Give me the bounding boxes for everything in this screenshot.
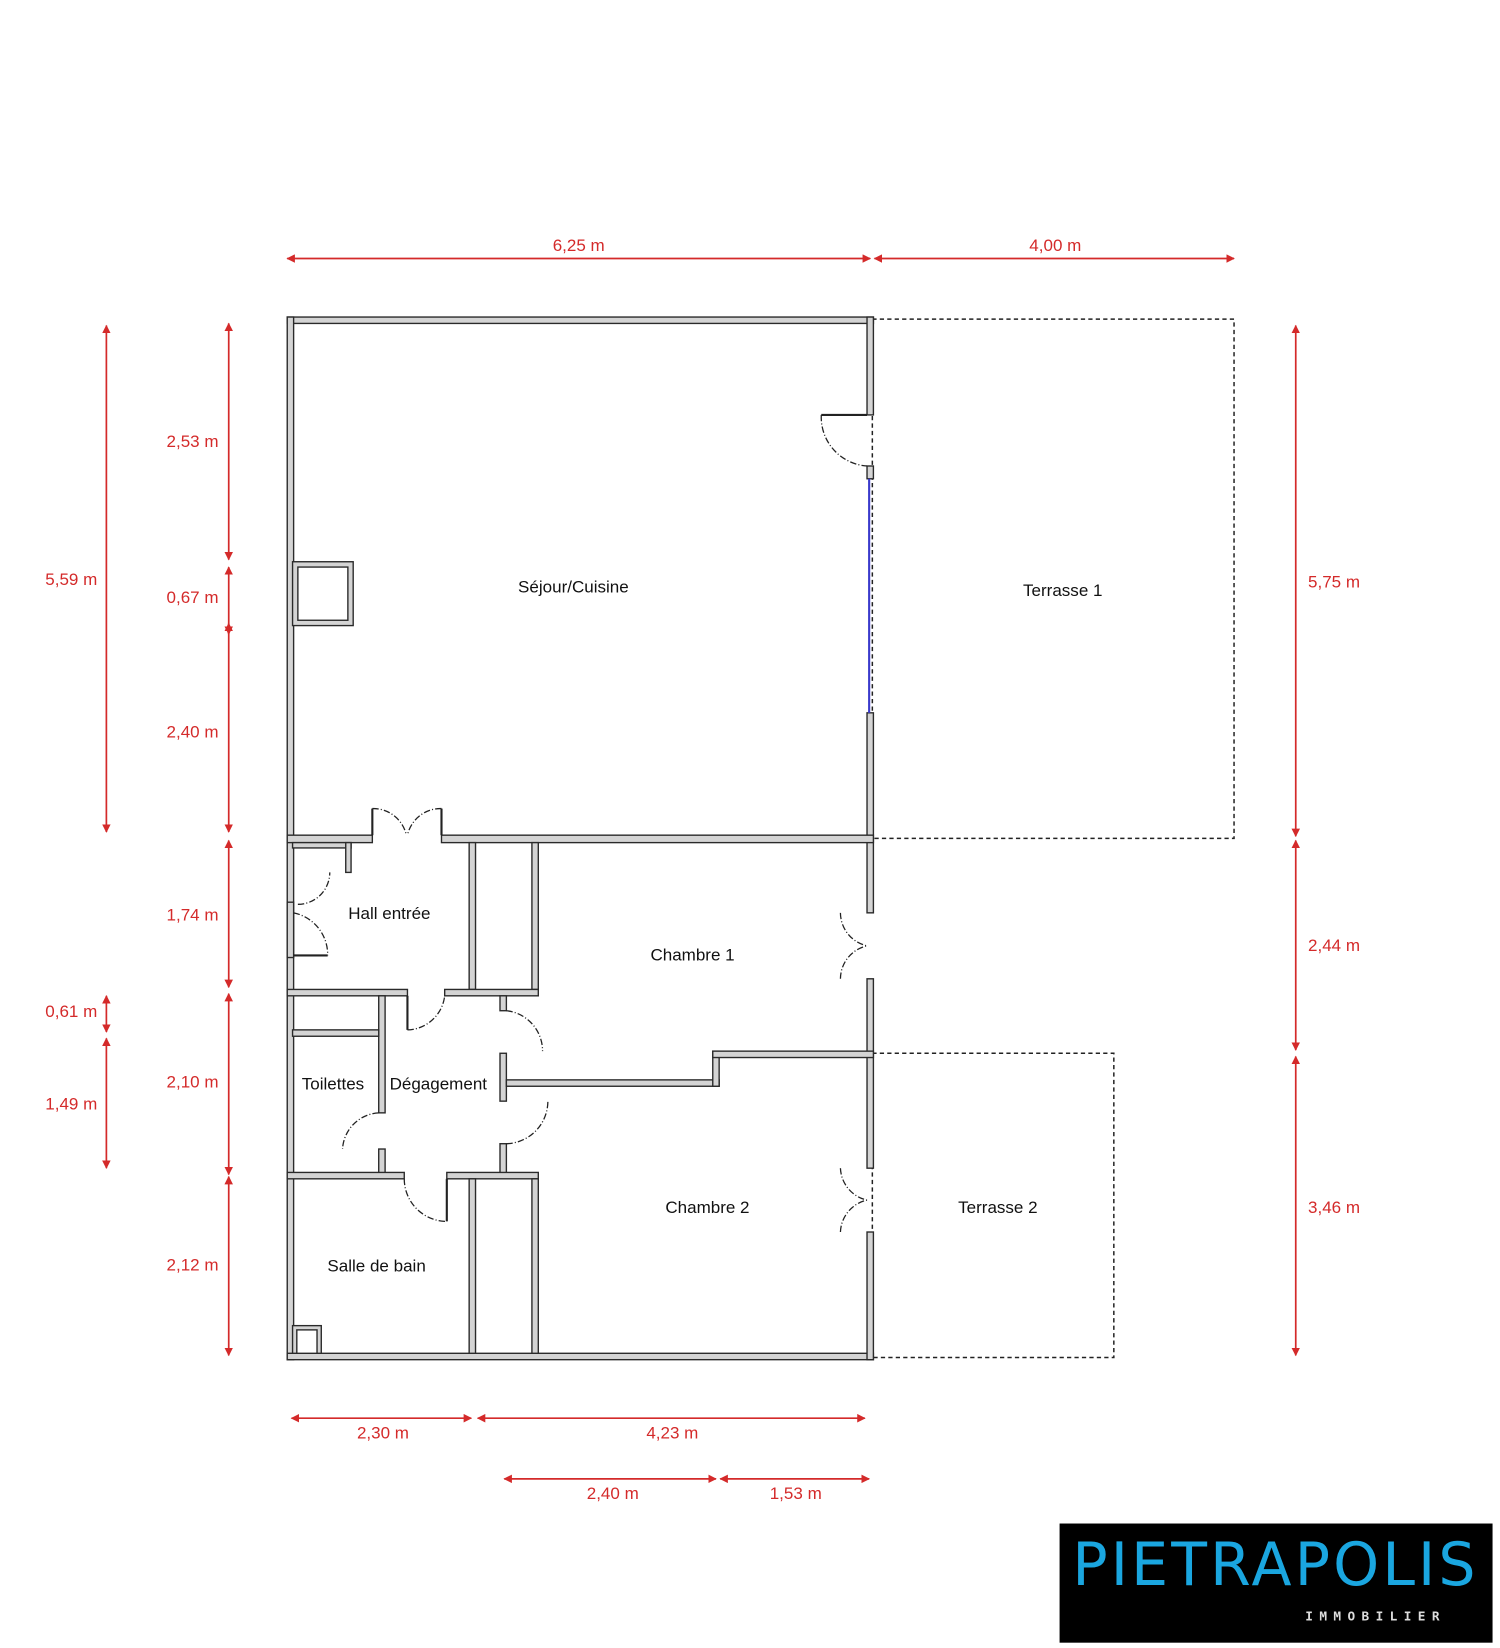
dim-right-2-44: 2,44 m [1308,936,1360,955]
dim-bottom-2-40: 2,40 m [587,1484,639,1503]
doors [293,413,871,1233]
dim-inner-0-67: 0,67 m [167,588,219,607]
room-toilettes: Toilettes [302,1074,364,1093]
dim-inner-2-53: 2,53 m [167,432,219,451]
room-sejour-cuisine: Séjour/Cuisine [518,578,629,597]
logo-tagline: IMMOBILIER [1305,1609,1446,1624]
dim-inner-2-12: 2,12 m [167,1255,219,1274]
dim-inner-1-74: 1,74 m [167,905,219,924]
dim-left-0-61: 0,61 m [45,1002,97,1021]
room-chambre-2: Chambre 2 [665,1198,749,1217]
walls [286,316,875,1361]
dim-bottom-1-53: 1,53 m [770,1484,822,1503]
dim-left-1-49: 1,49 m [45,1095,97,1114]
dim-bottom-4-23: 4,23 m [646,1423,698,1442]
terrasse-1-outline [871,318,1235,840]
dim-top-4-00: 4,00 m [1029,236,1081,255]
room-degagement: Dégagement [390,1074,488,1093]
room-terrasse-2: Terrasse 2 [958,1198,1037,1217]
dim-top-6-25: 6,25 m [553,236,605,255]
room-hall-entree: Hall entrée [348,904,430,923]
dimension-lines [102,254,1300,1484]
pietrapolis-logo: PIETRAPOLIS IMMOBILIER [1059,1523,1493,1643]
room-terrasse-1: Terrasse 1 [1023,581,1102,600]
dim-inner-2-40: 2,40 m [167,722,219,741]
dim-inner-2-10: 2,10 m [167,1072,219,1091]
dim-bottom-2-30: 2,30 m [357,1423,409,1442]
logo-name: PIETRAPOLIS [1072,1531,1478,1600]
dim-right-3-46: 3,46 m [1308,1198,1360,1217]
dim-left-5-59: 5,59 m [45,570,97,589]
room-chambre-1: Chambre 1 [650,946,734,965]
dim-right-5-75: 5,75 m [1308,572,1360,591]
room-salle-de-bain: Salle de bain [327,1256,425,1275]
terrasse-2-outline [871,1052,1115,1359]
